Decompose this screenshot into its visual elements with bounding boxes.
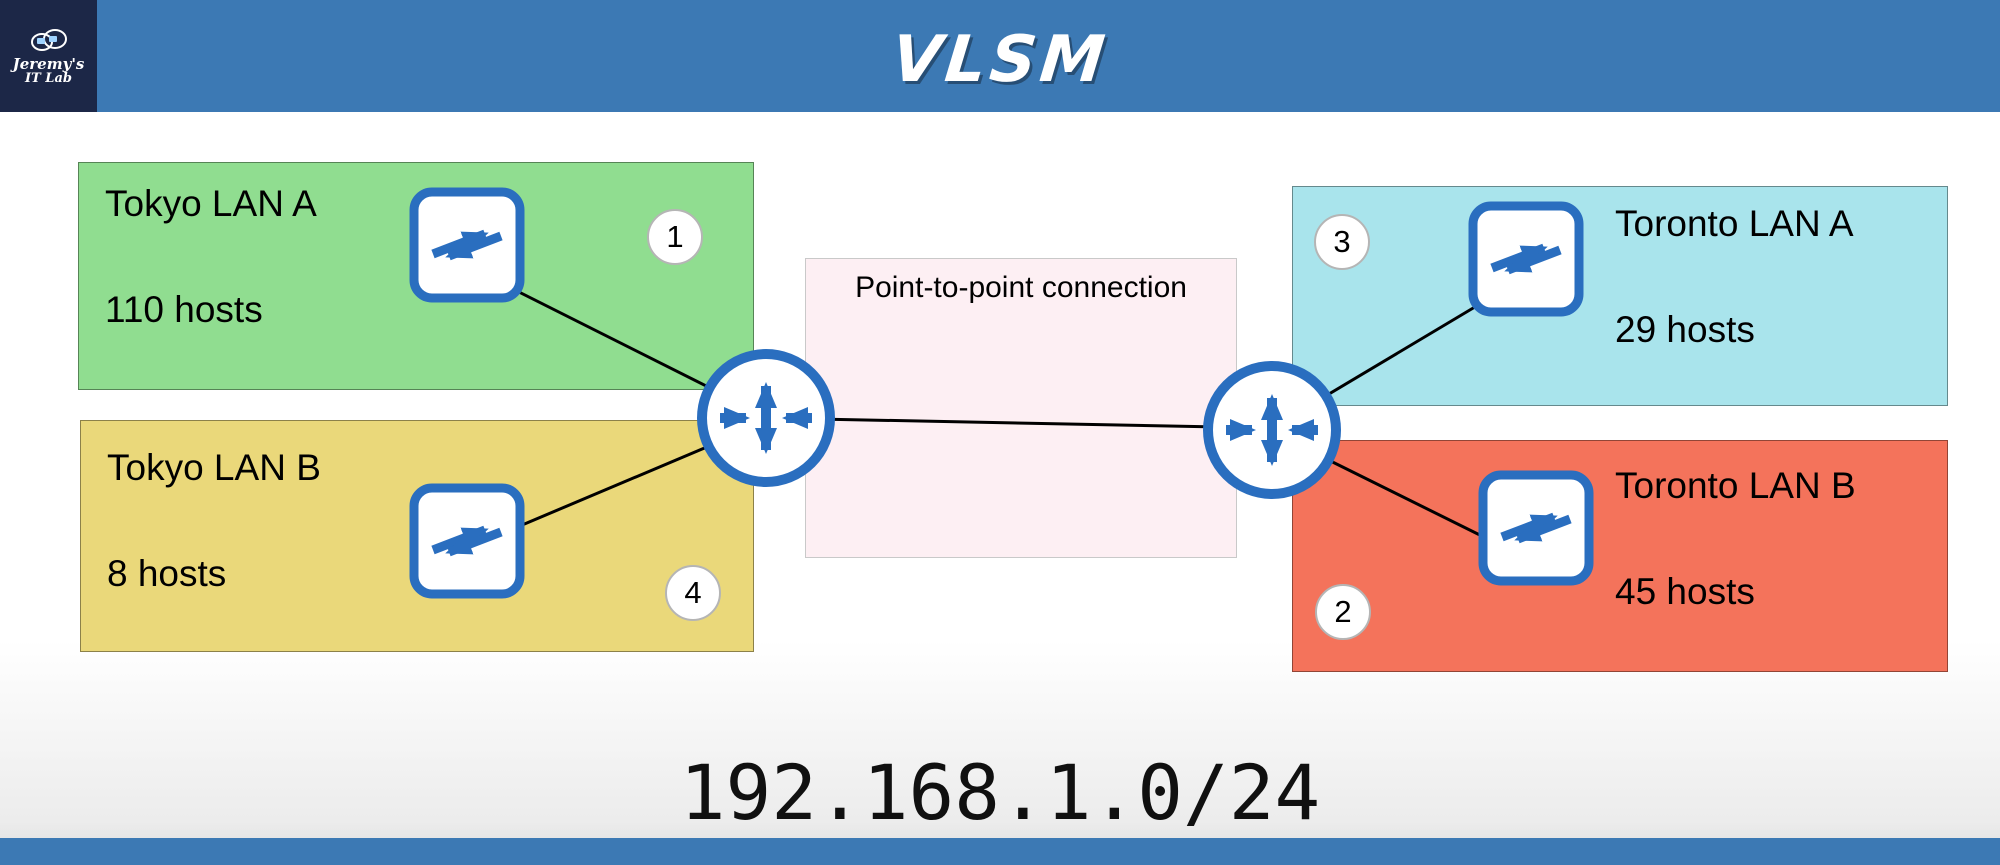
channel-logo: Jeremy's IT Lab [0,0,97,112]
lan-hosts: 110 hosts [105,289,263,330]
toronto-lan-a-box: Toronto LAN A 29 hosts [1292,186,1948,406]
logo-text-line1: Jeremy's [12,54,85,73]
subnet-number: 3 [1333,224,1351,259]
toronto-lan-b-box: Toronto LAN B 45 hosts [1292,440,1948,672]
lan-hosts: 45 hosts [1615,571,1755,612]
toronto-lan-b-switch-icon [1478,470,1594,586]
point-to-point-box: Point-to-point connection [805,258,1237,558]
lan-hosts: 29 hosts [1615,309,1755,350]
subnet-number-badge-2: 2 [1315,584,1371,640]
page-title: VLSM [888,23,1112,97]
subnet-number: 1 [666,219,684,254]
bottom-accent-strip [0,838,2000,865]
network-address: 192.168.1.0/24 [679,748,1321,837]
header-bar: VLSM [0,0,2000,112]
lan-name: Toronto LAN B [1615,465,1856,506]
cloud-network-icon [30,28,67,51]
tokyo-router-icon [694,346,838,490]
subnet-number-badge-4: 4 [665,565,721,621]
subnet-number: 4 [684,575,702,610]
tokyo-lan-a-switch-icon [409,187,525,303]
logo-text-line2: IT Lab [25,71,72,87]
toronto-router-icon [1200,358,1344,502]
subnet-number-badge-3: 3 [1314,214,1370,270]
subnet-number: 2 [1334,594,1352,629]
lan-name: Toronto LAN A [1615,203,1854,244]
lan-name: Tokyo LAN A [105,183,317,224]
tokyo-lan-b-switch-icon [409,483,525,599]
lan-name: Tokyo LAN B [107,447,321,488]
lan-hosts: 8 hosts [107,553,227,594]
point-to-point-label: Point-to-point connection [855,271,1187,304]
toronto-lan-a-switch-icon [1468,201,1584,317]
subnet-number-badge-1: 1 [647,209,703,265]
